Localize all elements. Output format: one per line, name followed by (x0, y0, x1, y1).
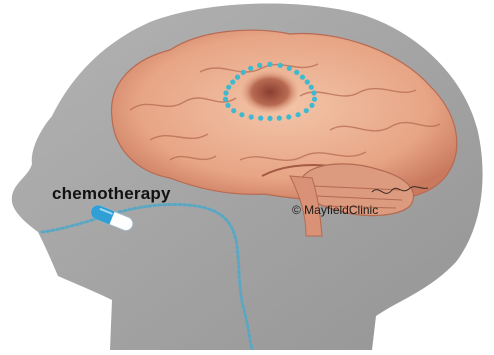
tumor-region (240, 70, 300, 114)
target-dot (230, 79, 235, 84)
target-dot (225, 103, 230, 108)
target-dot (278, 63, 283, 68)
target-dot (286, 114, 291, 119)
target-dot (294, 70, 299, 75)
target-dot (235, 75, 240, 80)
target-dot (300, 75, 305, 80)
target-dot (248, 66, 253, 71)
target-dot (305, 79, 310, 84)
target-dot (231, 108, 236, 113)
target-dot (296, 112, 301, 117)
target-dot (239, 112, 244, 117)
target-dot (226, 85, 231, 90)
target-dot (267, 116, 272, 121)
copyright-credit: © MayfieldClinic (292, 203, 378, 217)
target-dot (223, 90, 228, 95)
target-dot (287, 66, 292, 71)
target-dot (258, 116, 263, 121)
target-dot (223, 97, 228, 102)
target-dot (304, 108, 309, 113)
target-dot (311, 90, 316, 95)
target-dot (309, 103, 314, 108)
target-dot (312, 97, 317, 102)
target-dot (267, 62, 272, 67)
target-dot (249, 114, 254, 119)
target-dot (309, 85, 314, 90)
target-dot (257, 63, 262, 68)
target-dot (241, 70, 246, 75)
chemotherapy-label: chemotherapy (52, 184, 171, 204)
target-dot (277, 116, 282, 121)
